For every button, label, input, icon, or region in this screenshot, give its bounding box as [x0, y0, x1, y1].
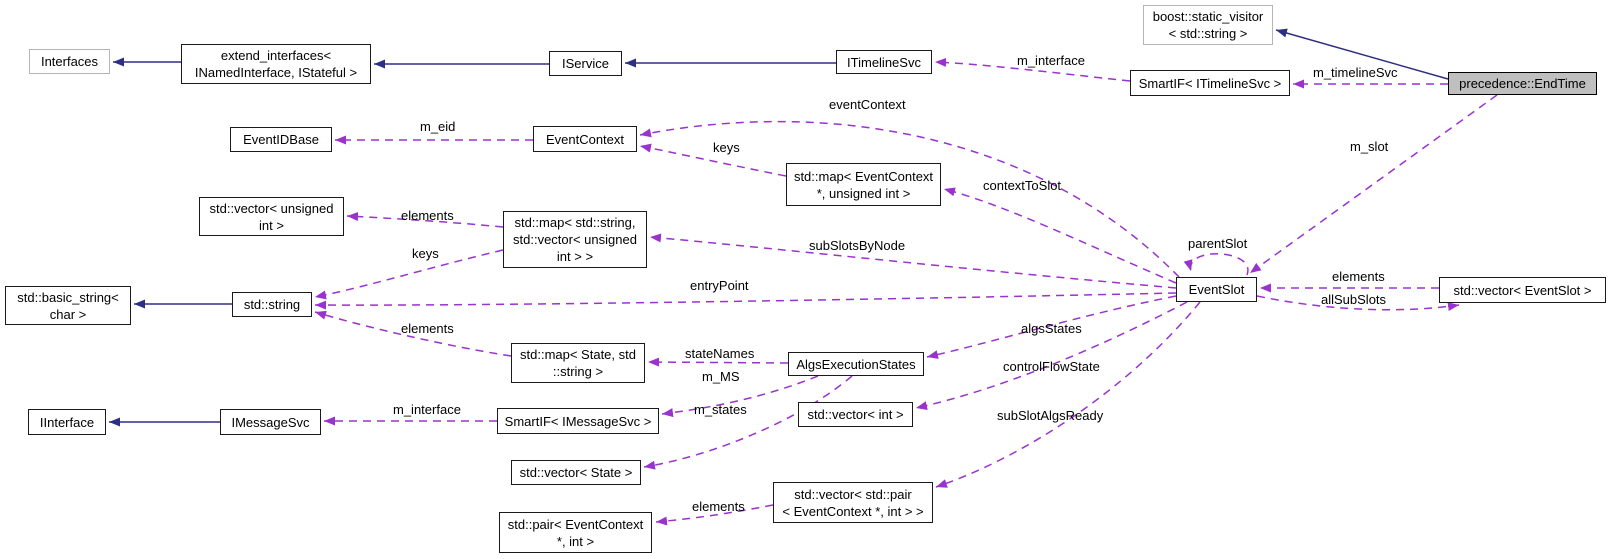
node-iinterface[interactable]: IInterface	[28, 409, 106, 435]
node-iservice[interactable]: IService	[549, 51, 622, 76]
node-algsexecutionstates[interactable]: AlgsExecutionStates	[788, 352, 924, 376]
edge-label-m-slot: m_slot	[1350, 139, 1389, 154]
edge-label-entrypoint: entryPoint	[690, 278, 749, 293]
edge-contexttoslot	[943, 187, 1177, 284]
edge-label-keys-string: keys	[412, 246, 439, 261]
edge-m-slot	[1249, 94, 1498, 274]
edge-endtime-to-boost-static-visitor	[1275, 28, 1449, 80]
node-basic-string-char[interactable]: std::basic_string< char >	[5, 286, 131, 325]
node-eventcontext[interactable]: EventContext	[533, 126, 637, 152]
node-itimelinesvc[interactable]: ITimelineSvc	[836, 50, 932, 74]
edge-label-m-timelinesvc: m_timelineSvc	[1313, 65, 1398, 80]
node-vector-eventslot[interactable]: std::vector< EventSlot >	[1439, 277, 1606, 303]
node-interfaces: Interfaces	[29, 49, 110, 74]
edge-subslotalgsready	[935, 301, 1201, 488]
edge-label-allsubslots: allSubSlots	[1321, 292, 1387, 307]
node-smartif-itimelinesvc[interactable]: SmartIF< ITimelineSvc >	[1130, 70, 1290, 96]
node-eventidbase[interactable]: EventIDBase	[230, 127, 332, 152]
edge-label-controlflowstate: controlFlowState	[1003, 359, 1100, 374]
edge-label-subslotalgsready: subSlotAlgsReady	[997, 408, 1104, 423]
node-vector-pair-eventcontext-int[interactable]: std::vector< std::pair < EventContext *,…	[773, 482, 933, 523]
edge-parentslot-loop	[1183, 253, 1249, 276]
node-smartif-imessagesvc[interactable]: SmartIF< IMessageSvc >	[497, 408, 659, 434]
edge-elements-vector-uint	[346, 212, 504, 228]
edge-m-states	[643, 375, 853, 470]
edge-keys-string	[314, 249, 504, 300]
edge-label-elements-vector-uint: elements	[401, 208, 454, 223]
edge-elements-pair	[655, 504, 774, 526]
edge-controlflowstate	[915, 301, 1188, 411]
node-map-eventcontext-uint[interactable]: std::map< EventContext *, unsigned int >	[786, 163, 941, 206]
edge-label-eventcontext: eventContext	[829, 97, 906, 112]
edge-elements-string	[314, 310, 512, 357]
edge-label-keys-eventcontext: keys	[713, 140, 740, 155]
edge-label-m-states: m_states	[694, 402, 747, 417]
edge-label-m-interface-message: m_interface	[393, 402, 461, 417]
node-vector-int[interactable]: std::vector< int >	[798, 402, 913, 427]
edge-label-m-eid: m_eid	[420, 119, 456, 134]
node-map-string-vector-uint[interactable]: std::map< std::string, std::vector< unsi…	[503, 211, 647, 268]
edge-label-parentslot: parentSlot	[1188, 236, 1248, 251]
edge-label-statenames: stateNames	[685, 346, 755, 361]
node-std-string[interactable]: std::string	[232, 292, 312, 317]
edge-label-elements-pair: elements	[692, 499, 745, 514]
edge-label-elements-eventslot: elements	[1332, 269, 1385, 284]
edge-statenames	[647, 357, 789, 367]
node-imessagesvc[interactable]: IMessageSvc	[220, 409, 321, 435]
node-precedence-endtime: precedence::EndTime	[1448, 72, 1597, 95]
edge-algsstates	[926, 295, 1177, 359]
node-map-state-string[interactable]: std::map< State, std ::string >	[511, 343, 645, 383]
node-boost-static-visitor: boost::static_visitor < std::string >	[1143, 5, 1273, 45]
edge-entrypoint	[314, 292, 1177, 310]
edge-label-elements-string: elements	[401, 321, 454, 336]
edge-label-m-interface-timeline: m_interface	[1017, 53, 1085, 68]
edge-label-m-ms: m_MS	[702, 369, 740, 384]
node-eventslot[interactable]: EventSlot	[1176, 277, 1257, 302]
edge-allsubslots	[1256, 295, 1460, 312]
edge-label-contexttoslot: contextToSlot	[983, 178, 1062, 193]
node-extend-interfaces[interactable]: extend_interfaces< INamedInterface, ISta…	[181, 44, 371, 84]
node-pair-eventcontext-int[interactable]: std::pair< EventContext *, int >	[499, 512, 652, 553]
node-vector-state[interactable]: std::vector< State >	[511, 460, 641, 485]
edge-m-ms	[661, 375, 819, 418]
edge-label-algsstates: algsStates	[1021, 321, 1082, 336]
edge-subslotsbynode	[649, 233, 1177, 289]
node-vector-unsigned-int[interactable]: std::vector< unsigned int >	[199, 197, 344, 236]
edge-keys-eventcontext	[639, 143, 787, 177]
edge-label-subslotsbynode: subSlotsByNode	[809, 238, 906, 253]
